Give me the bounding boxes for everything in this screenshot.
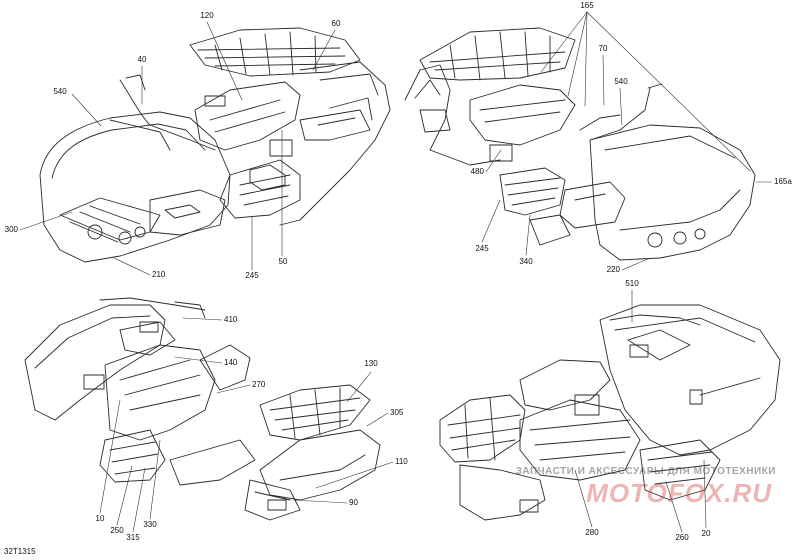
callout-260: 260 (675, 533, 689, 542)
callout-140: 140 (224, 358, 238, 367)
callout-480: 480 (470, 167, 484, 176)
view-top-left (39, 27, 391, 263)
callout-20: 20 (701, 529, 711, 538)
callout-70: 70 (598, 44, 608, 53)
callout-165a: 165a (774, 177, 792, 186)
callout-245a: 245 (245, 271, 259, 280)
callout-330: 330 (143, 520, 157, 529)
view-bottom-right (439, 304, 781, 521)
callout-90: 90 (349, 498, 358, 507)
callout-300: 300 (4, 225, 18, 234)
callout-130: 130 (364, 359, 378, 368)
callout-60: 60 (331, 19, 341, 28)
callout-40: 40 (137, 55, 147, 64)
view-bottom-left (24, 297, 381, 521)
view-top-right (404, 27, 756, 261)
callout-165: 165 (580, 1, 594, 10)
callout-340: 340 (519, 257, 533, 266)
callout-50: 50 (278, 257, 288, 266)
callout-10: 10 (95, 514, 105, 523)
callout-315: 315 (126, 533, 140, 542)
callout-510: 510 (625, 279, 639, 288)
callout-210: 210 (152, 270, 166, 279)
watermark-text: ЗАПЧАСТИ И АКСЕССУАРЫ ДЛЯ МОТОТЕХНИКИ (515, 466, 776, 477)
callout-280: 280 (585, 528, 599, 537)
callout-270: 270 (252, 380, 266, 389)
callout-245b: 245 (475, 244, 489, 253)
callout-410: 410 (224, 315, 238, 324)
figure-code: 32T1315 (4, 547, 36, 556)
callout-540b: 540 (614, 77, 628, 86)
callout-250: 250 (110, 526, 124, 535)
callout-540a: 540 (53, 87, 67, 96)
watermark-logo: MOTOFOX.RU (586, 478, 772, 508)
callout-110: 110 (395, 457, 408, 466)
leader-lines (19, 11, 773, 533)
callout-305: 305 (390, 408, 404, 417)
callout-120: 120 (200, 11, 214, 20)
callout-220: 220 (606, 265, 620, 274)
